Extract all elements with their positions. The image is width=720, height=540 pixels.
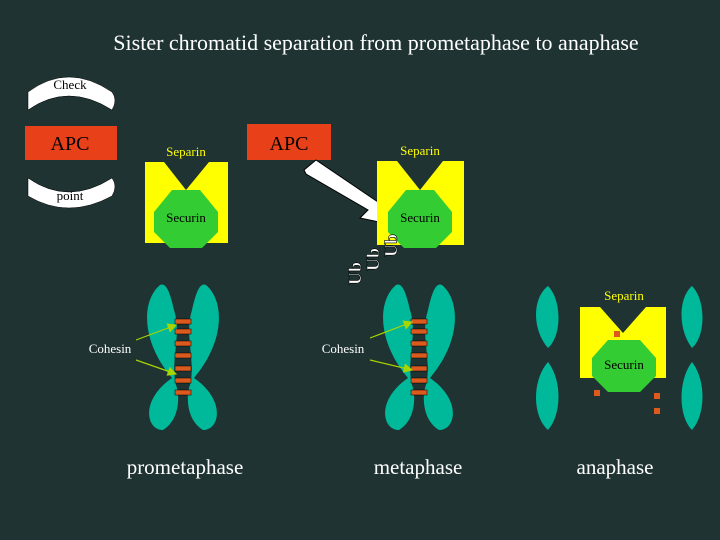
separin-complex-1: Separin Securin (145, 144, 228, 248)
apc-label-center: APC (270, 133, 309, 155)
securin-label-3: Securin (604, 357, 644, 372)
cohesin-bar (410, 328, 428, 335)
checkpoint-apc: Check APC point (25, 76, 117, 209)
cohesin-bar (410, 365, 428, 372)
separin-label-2: Separin (400, 143, 440, 158)
metaphase-chromosome: Cohesin (322, 284, 455, 430)
chromatid-left-2 (383, 284, 415, 430)
stage-label-prometaphase: prometaphase (126, 455, 244, 479)
cohesin-fragment (654, 393, 660, 399)
cohesin-bar (410, 318, 428, 325)
securin-shape-1 (154, 190, 218, 248)
securin-shape-3 (592, 340, 656, 392)
separin-notch-3 (600, 307, 646, 333)
cohesin-bars-2 (410, 318, 428, 396)
chromatid-left-1 (147, 284, 179, 430)
cohesin-bar (410, 377, 428, 384)
cohesin-bar (174, 377, 192, 384)
separin-label-3: Separin (604, 288, 644, 303)
cohesin-bar (410, 352, 428, 359)
cohesin-bar (174, 318, 192, 325)
cohesin-bar (174, 352, 192, 359)
cohesin-pointer-1b (135, 359, 178, 376)
checkpoint-top-label: Check (53, 77, 87, 92)
chromatid-right-2 (423, 284, 455, 430)
cohesin-bars-1 (174, 318, 192, 396)
stage-label-anaphase: anaphase (576, 455, 654, 479)
separin-notch-2 (397, 161, 443, 190)
ubiquitin-tags: Ub Ub Ub (345, 234, 402, 286)
apc-label-left: APC (51, 133, 90, 155)
securin-label-1: Securin (166, 210, 206, 225)
cohesin-fragment (654, 408, 660, 414)
securin-label-2: Securin (400, 210, 440, 225)
separin-complex-2: Separin Securin (377, 143, 464, 248)
stage-label-metaphase: metaphase (373, 455, 463, 479)
cohesin-label-2: Cohesin (322, 341, 365, 356)
apc-active: APC (247, 124, 394, 226)
cohesin-pointer-2a (369, 320, 414, 339)
cohesin-bar (174, 365, 192, 372)
chromatid-anaphase-right (681, 286, 703, 430)
checkpoint-top-arc (27, 76, 116, 111)
cohesin-fragment (594, 390, 600, 396)
anaphase-chromosomes: Separin Securin (536, 286, 703, 430)
cohesin-bar (410, 389, 428, 396)
cohesin-label-1: Cohesin (89, 341, 132, 356)
prometaphase-chromosome: Cohesin (89, 284, 219, 430)
ub-tag-3: Ub (381, 234, 401, 257)
checkpoint-bottom-arc (27, 177, 116, 209)
apc-box-left (25, 126, 117, 160)
cohesin-bar (174, 389, 192, 396)
cohesin-pointer-1a (135, 323, 178, 341)
apc-box-center (247, 124, 331, 160)
securin-shape-2 (388, 190, 452, 248)
ub-tag-2: Ub (363, 248, 383, 271)
cohesin-bar (174, 340, 192, 347)
cohesin-bar (174, 328, 192, 335)
chromatid-anaphase-left (536, 286, 559, 430)
separin-notch-1 (164, 162, 209, 190)
checkpoint-bottom-label: point (57, 188, 84, 203)
cohesin-bar (410, 340, 428, 347)
separin-label-1: Separin (166, 144, 206, 159)
cohesin-pointer-2b (369, 359, 414, 373)
cohesin-fragment (614, 331, 620, 337)
slide-title: Sister chromatid separation from prometa… (113, 30, 639, 55)
ub-tag-1: Ub (345, 262, 365, 285)
chromatid-right-1 (187, 284, 219, 430)
